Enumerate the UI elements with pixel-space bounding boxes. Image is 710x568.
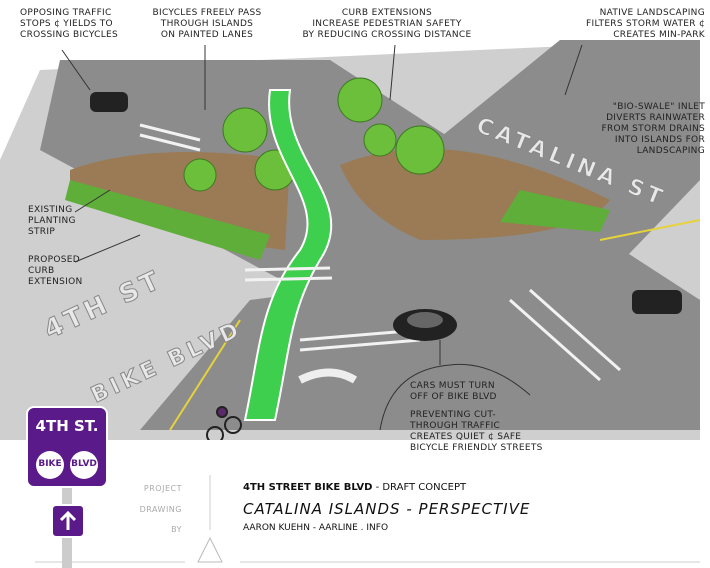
note-preventing-cut-through: PREVENTING CUT- THROUGH TRAFFIC CREATES … <box>410 410 543 453</box>
title-area-background <box>0 440 710 568</box>
note-opposing-traffic: OPPOSING TRAFFIC STOPS ¢ YIELDS TO CROSS… <box>20 8 119 40</box>
note-bio-swale: "BIO-SWALE" INLET DIVERTS RAINWATER FROM… <box>601 102 705 156</box>
sign-circle-left <box>36 451 64 479</box>
trees <box>183 77 445 192</box>
bioswale-strip <box>500 190 610 232</box>
car-icon <box>393 309 457 341</box>
note-curb-extensions: CURB EXTENSIONS INCREASE PEDESTRIAN SAFE… <box>302 8 472 40</box>
project-title: 4TH STREET BIKE BLVD <box>243 482 373 493</box>
planting-strip <box>65 180 270 260</box>
leader-lines <box>61 44 583 365</box>
drawing-title: CATALINA ISLANDS - PERSPECTIVE <box>243 500 531 518</box>
note-cars-must-turn: CARS MUST TURN OFF OF BIKE BLVD <box>410 381 497 402</box>
project-label: PROJECT <box>143 484 182 493</box>
note-proposed-curb: PROPOSED CURB EXTENSION <box>28 255 83 287</box>
author: AARON KUEHN - AARLINE . INFO <box>243 523 389 533</box>
note-bicycles-pass: BICYCLES FREELY PASS THROUGH ISLANDS ON … <box>152 8 262 40</box>
car-icon <box>632 290 682 314</box>
sign-bike-text: BIKE <box>38 459 62 469</box>
drawing-label: DRAWING <box>139 505 182 514</box>
car-icon <box>90 92 128 112</box>
bike-lane <box>243 89 333 421</box>
project-name: 4TH STREET BIKE BLVD - DRAFT CONCEPT <box>243 482 466 493</box>
turn-arrow-icon <box>298 368 358 384</box>
aarline-logo <box>197 536 223 563</box>
up-arrow-icon <box>59 510 77 530</box>
sign-street-text: 4TH ST. <box>35 417 99 435</box>
note-native-landscaping: NATIVE LANDSCAPING FILTERS STORM WATER ¢… <box>586 8 705 40</box>
curb-outline <box>379 363 531 431</box>
project-suffix: - DRAFT CONCEPT <box>372 482 467 493</box>
centerline-right <box>599 219 701 241</box>
centerline <box>169 319 241 431</box>
sign-circle-right <box>70 451 98 479</box>
sign-blvd-text: BLVD <box>71 459 97 469</box>
by-label: BY <box>171 525 182 534</box>
note-existing-planting: EXISTING PLANTING STRIP <box>28 205 76 237</box>
